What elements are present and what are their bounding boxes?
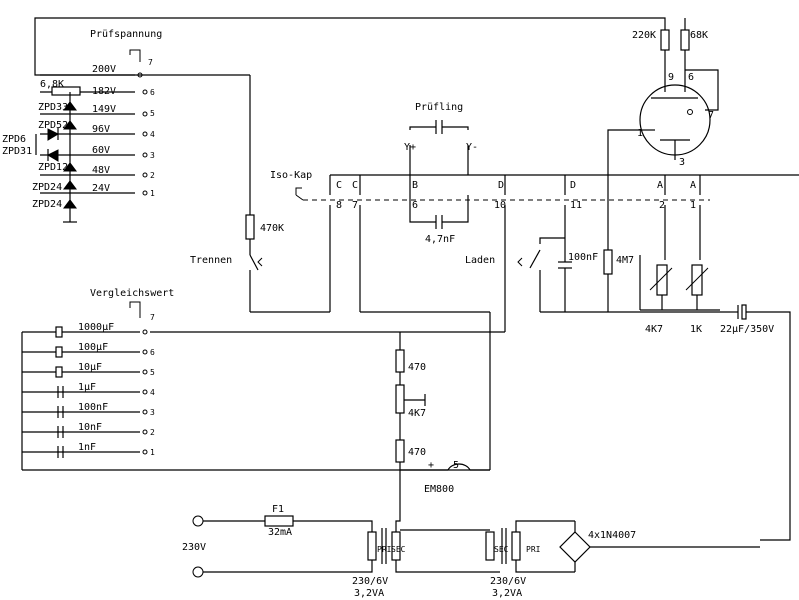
- label-48v: 48V: [92, 165, 110, 176]
- label-yminus: Y-: [466, 142, 478, 153]
- label-1nf: 1nF: [78, 442, 96, 453]
- label-4n7: 4,7nF: [425, 234, 455, 245]
- label-tr1b: 3,2VA: [354, 588, 384, 599]
- label-em800: EM800: [424, 484, 454, 495]
- label-100uf: 100µF: [78, 342, 108, 353]
- ref-num-7: 7: [150, 313, 155, 322]
- sel-num-1: 1: [150, 189, 155, 198]
- label-24v: 24V: [92, 183, 110, 194]
- label-n10: 10: [494, 200, 506, 211]
- label-100nf-ref: 100nF: [78, 402, 108, 413]
- indicator-chain: [395, 332, 490, 471]
- label-pin7: 7: [708, 110, 714, 121]
- label-tr2a: 230/6V: [490, 576, 526, 587]
- label-yplus: Y+: [404, 142, 416, 153]
- ref-num-4: 4: [150, 388, 155, 397]
- label-149v: 149V: [92, 104, 116, 115]
- label-n6: 6: [412, 200, 418, 211]
- label-470k: 470K: [260, 223, 284, 234]
- label-pri2: PRI: [526, 545, 541, 554]
- label-sw-b: B: [412, 180, 418, 191]
- label-pruefspannung: Prüfspannung: [90, 29, 162, 40]
- sel-num-3: 3: [150, 151, 155, 160]
- label-n8: 8: [336, 200, 342, 211]
- label-sw-a2: A: [690, 180, 696, 191]
- label-230v: 230V: [182, 542, 206, 553]
- label-n2: 2: [659, 200, 665, 211]
- label-sec1: SEC: [391, 545, 406, 554]
- label-zpd24b: ZPD24: [32, 199, 62, 210]
- label-22uf: 22µF/350V: [720, 324, 774, 335]
- label-4k7-pot: 4K7: [645, 324, 663, 335]
- label-sw-d: D: [498, 180, 504, 191]
- label-32ma: 32mA: [268, 527, 292, 538]
- label-n11: 11: [570, 200, 582, 211]
- label-isokap: Iso-Kap: [270, 170, 312, 181]
- label-zpd6: ZPD6: [2, 134, 26, 145]
- sel-num-2: 2: [150, 171, 155, 180]
- label-pin1: 1: [637, 128, 643, 139]
- label-sec2: SEC: [494, 545, 509, 554]
- sel-num-4: 4: [150, 130, 155, 139]
- label-zpd52: ZPD52: [38, 120, 68, 131]
- label-470-bottom: 470: [408, 447, 426, 458]
- label-zpd24a: ZPD24: [32, 182, 62, 193]
- label-182v: 182V: [92, 86, 116, 97]
- label-60v: 60V: [92, 145, 110, 156]
- label-plus: +: [428, 460, 434, 471]
- voltage-selector: [34, 17, 666, 223]
- label-1000uf: 1000µF: [78, 322, 114, 333]
- sel-top-num: 7: [148, 58, 153, 67]
- labels: Prüfspannung 200V 182V 149V 96V 60V 48V …: [2, 29, 774, 599]
- label-pin3: 3: [679, 157, 685, 168]
- label-sw-c2: C: [352, 180, 358, 191]
- label-zpd12: ZPD12: [38, 162, 68, 173]
- ref-num-6: 6: [150, 348, 155, 357]
- label-6k8: 6,8K: [40, 79, 64, 90]
- label-trennen: Trennen: [190, 255, 232, 266]
- label-96v: 96V: [92, 124, 110, 135]
- label-pin5: 5: [453, 460, 459, 471]
- label-f1: F1: [272, 504, 284, 515]
- trennen-branch: [245, 75, 330, 313]
- label-sw-d2: D: [570, 180, 576, 191]
- label-100nf: 100nF: [568, 252, 598, 263]
- label-470-top: 470: [408, 362, 426, 373]
- label-pruefling: Prüfling: [415, 102, 463, 113]
- label-zpd31: ZPD31: [2, 146, 32, 157]
- power-supply: [192, 470, 760, 578]
- label-10nf: 10nF: [78, 422, 102, 433]
- label-sw-c: C: [336, 180, 342, 191]
- label-laden: Laden: [465, 255, 495, 266]
- sel-num-6: 6: [150, 88, 155, 97]
- label-68k: 68K: [690, 30, 708, 41]
- ref-num-3: 3: [150, 408, 155, 417]
- ref-num-5: 5: [150, 368, 155, 377]
- label-200v: 200V: [92, 64, 116, 75]
- label-4m7: 4M7: [616, 255, 634, 266]
- label-tr2b: 3,2VA: [492, 588, 522, 599]
- label-1k-pot: 1K: [690, 324, 702, 335]
- label-1uf: 1µF: [78, 382, 96, 393]
- ref-num-1: 1: [150, 448, 155, 457]
- label-220k: 220K: [632, 30, 656, 41]
- label-bridge: 4x1N4007: [588, 530, 636, 541]
- label-pin6: 6: [688, 72, 694, 83]
- label-pri1: PRI: [377, 545, 392, 554]
- label-pin9: 9: [668, 72, 674, 83]
- label-10uf: 10µF: [78, 362, 102, 373]
- label-zpd33: ZPD33: [38, 102, 68, 113]
- label-vergleichswert: Vergleichswert: [90, 288, 174, 299]
- ref-num-2: 2: [150, 428, 155, 437]
- label-tr1a: 230/6V: [352, 576, 388, 587]
- label-n1: 1: [690, 200, 696, 211]
- sel-num-5: 5: [150, 109, 155, 118]
- tuning-tube: [639, 18, 719, 160]
- pruefling-network: [295, 120, 799, 541]
- label-n7: 7: [352, 200, 358, 211]
- label-4k7-mid: 4K7: [408, 408, 426, 419]
- label-sw-a: A: [657, 180, 663, 191]
